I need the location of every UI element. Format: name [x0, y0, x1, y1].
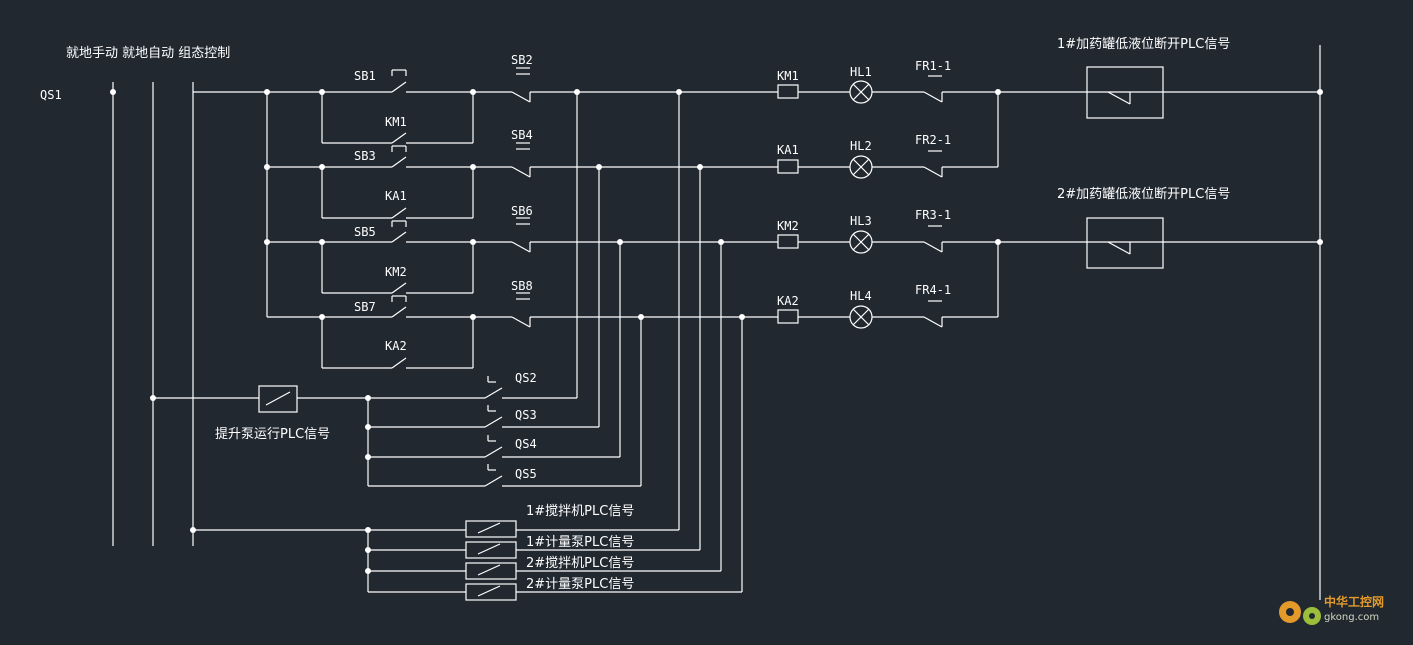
row4-lamp-label: HL4 — [850, 289, 872, 303]
qs2-label: QS2 — [515, 371, 537, 385]
qs4-switch — [368, 242, 621, 458]
lift-pump-circuit — [153, 385, 485, 486]
row2-stop-button: SB4 — [511, 128, 533, 142]
control-row-3 — [267, 217, 1323, 294]
plc-run-contact-2 — [368, 167, 701, 559]
row4-interlock-label: KA2 — [385, 339, 407, 353]
supply-rails — [110, 45, 1321, 600]
row3-start-button: SB5 — [354, 225, 376, 239]
qs5-label: QS5 — [515, 467, 537, 481]
lift-pump-signal-label: 提升泵运行PLC信号 — [215, 426, 330, 442]
row1-interlock-label: KM1 — [385, 115, 407, 129]
control-row-4 — [267, 242, 999, 369]
row4-start-button: SB7 — [354, 300, 376, 314]
watermark-url: gkong.com — [1324, 612, 1379, 623]
plc-run-contact-3 — [368, 242, 722, 580]
qs4-label: QS4 — [515, 437, 537, 451]
qs3-label: QS3 — [515, 408, 537, 422]
plc-low-level-contact-1 — [1086, 66, 1164, 119]
row4-load-label: KA2 — [777, 294, 799, 308]
row1-start-button: SB1 — [354, 69, 376, 83]
plc-run-contact-4 — [368, 317, 743, 601]
row2-relay-label: FR2-1 — [915, 133, 951, 147]
row3-lamp-label: HL3 — [850, 214, 872, 228]
plc-run-label-3: 2#搅拌机PLC信号 — [526, 555, 634, 571]
row3-load-label: KM2 — [777, 219, 799, 233]
row4-stop-button: SB8 — [511, 279, 533, 293]
plc-run-signal-bus — [193, 527, 466, 592]
row3-relay-label: FR3-1 — [915, 208, 951, 222]
row1-lamp-label: HL1 — [850, 65, 872, 79]
row1-relay-label: FR1-1 — [915, 59, 951, 73]
left-bus — [193, 89, 270, 317]
qs3-switch — [368, 167, 600, 428]
control-row-2 — [267, 92, 999, 219]
row2-start-button: SB3 — [354, 149, 376, 163]
row1-load-label: KM1 — [777, 69, 799, 83]
qs5-switch — [368, 317, 642, 487]
watermark-brand: 中华工控网 — [1324, 594, 1384, 609]
mode-labels: 就地手动 就地自动 组态控制 — [66, 46, 230, 61]
plc-low-level-label-2: 2#加药罐低液位断开PLC信号 — [1057, 187, 1230, 202]
qs2-switch — [484, 92, 578, 399]
watermark-logo: 中华工控网 gkong.com — [1279, 594, 1384, 625]
row2-load-label: KA1 — [777, 143, 799, 157]
gear-icon — [1279, 601, 1321, 625]
plc-run-label-1: 1#搅拌机PLC信号 — [526, 503, 634, 519]
main-switch-label: QS1 — [40, 88, 62, 102]
plc-low-level-contact-2 — [1086, 217, 1164, 269]
row3-interlock-label: KM2 — [385, 265, 407, 279]
row3-stop-button: SB6 — [511, 204, 533, 218]
row2-interlock-label: KA1 — [385, 189, 407, 203]
row1-stop-button: SB2 — [511, 53, 533, 67]
plc-low-level-label-1: 1#加药罐低液位断开PLC信号 — [1057, 37, 1230, 52]
row2-lamp-label: HL2 — [850, 139, 872, 153]
control-row-1 — [267, 67, 1323, 144]
plc-run-contact-1 — [465, 92, 680, 538]
plc-run-label-4: 2#计量泵PLC信号 — [526, 577, 634, 592]
row4-relay-label: FR4-1 — [915, 283, 951, 297]
plc-run-label-2: 1#计量泵PLC信号 — [526, 535, 634, 550]
